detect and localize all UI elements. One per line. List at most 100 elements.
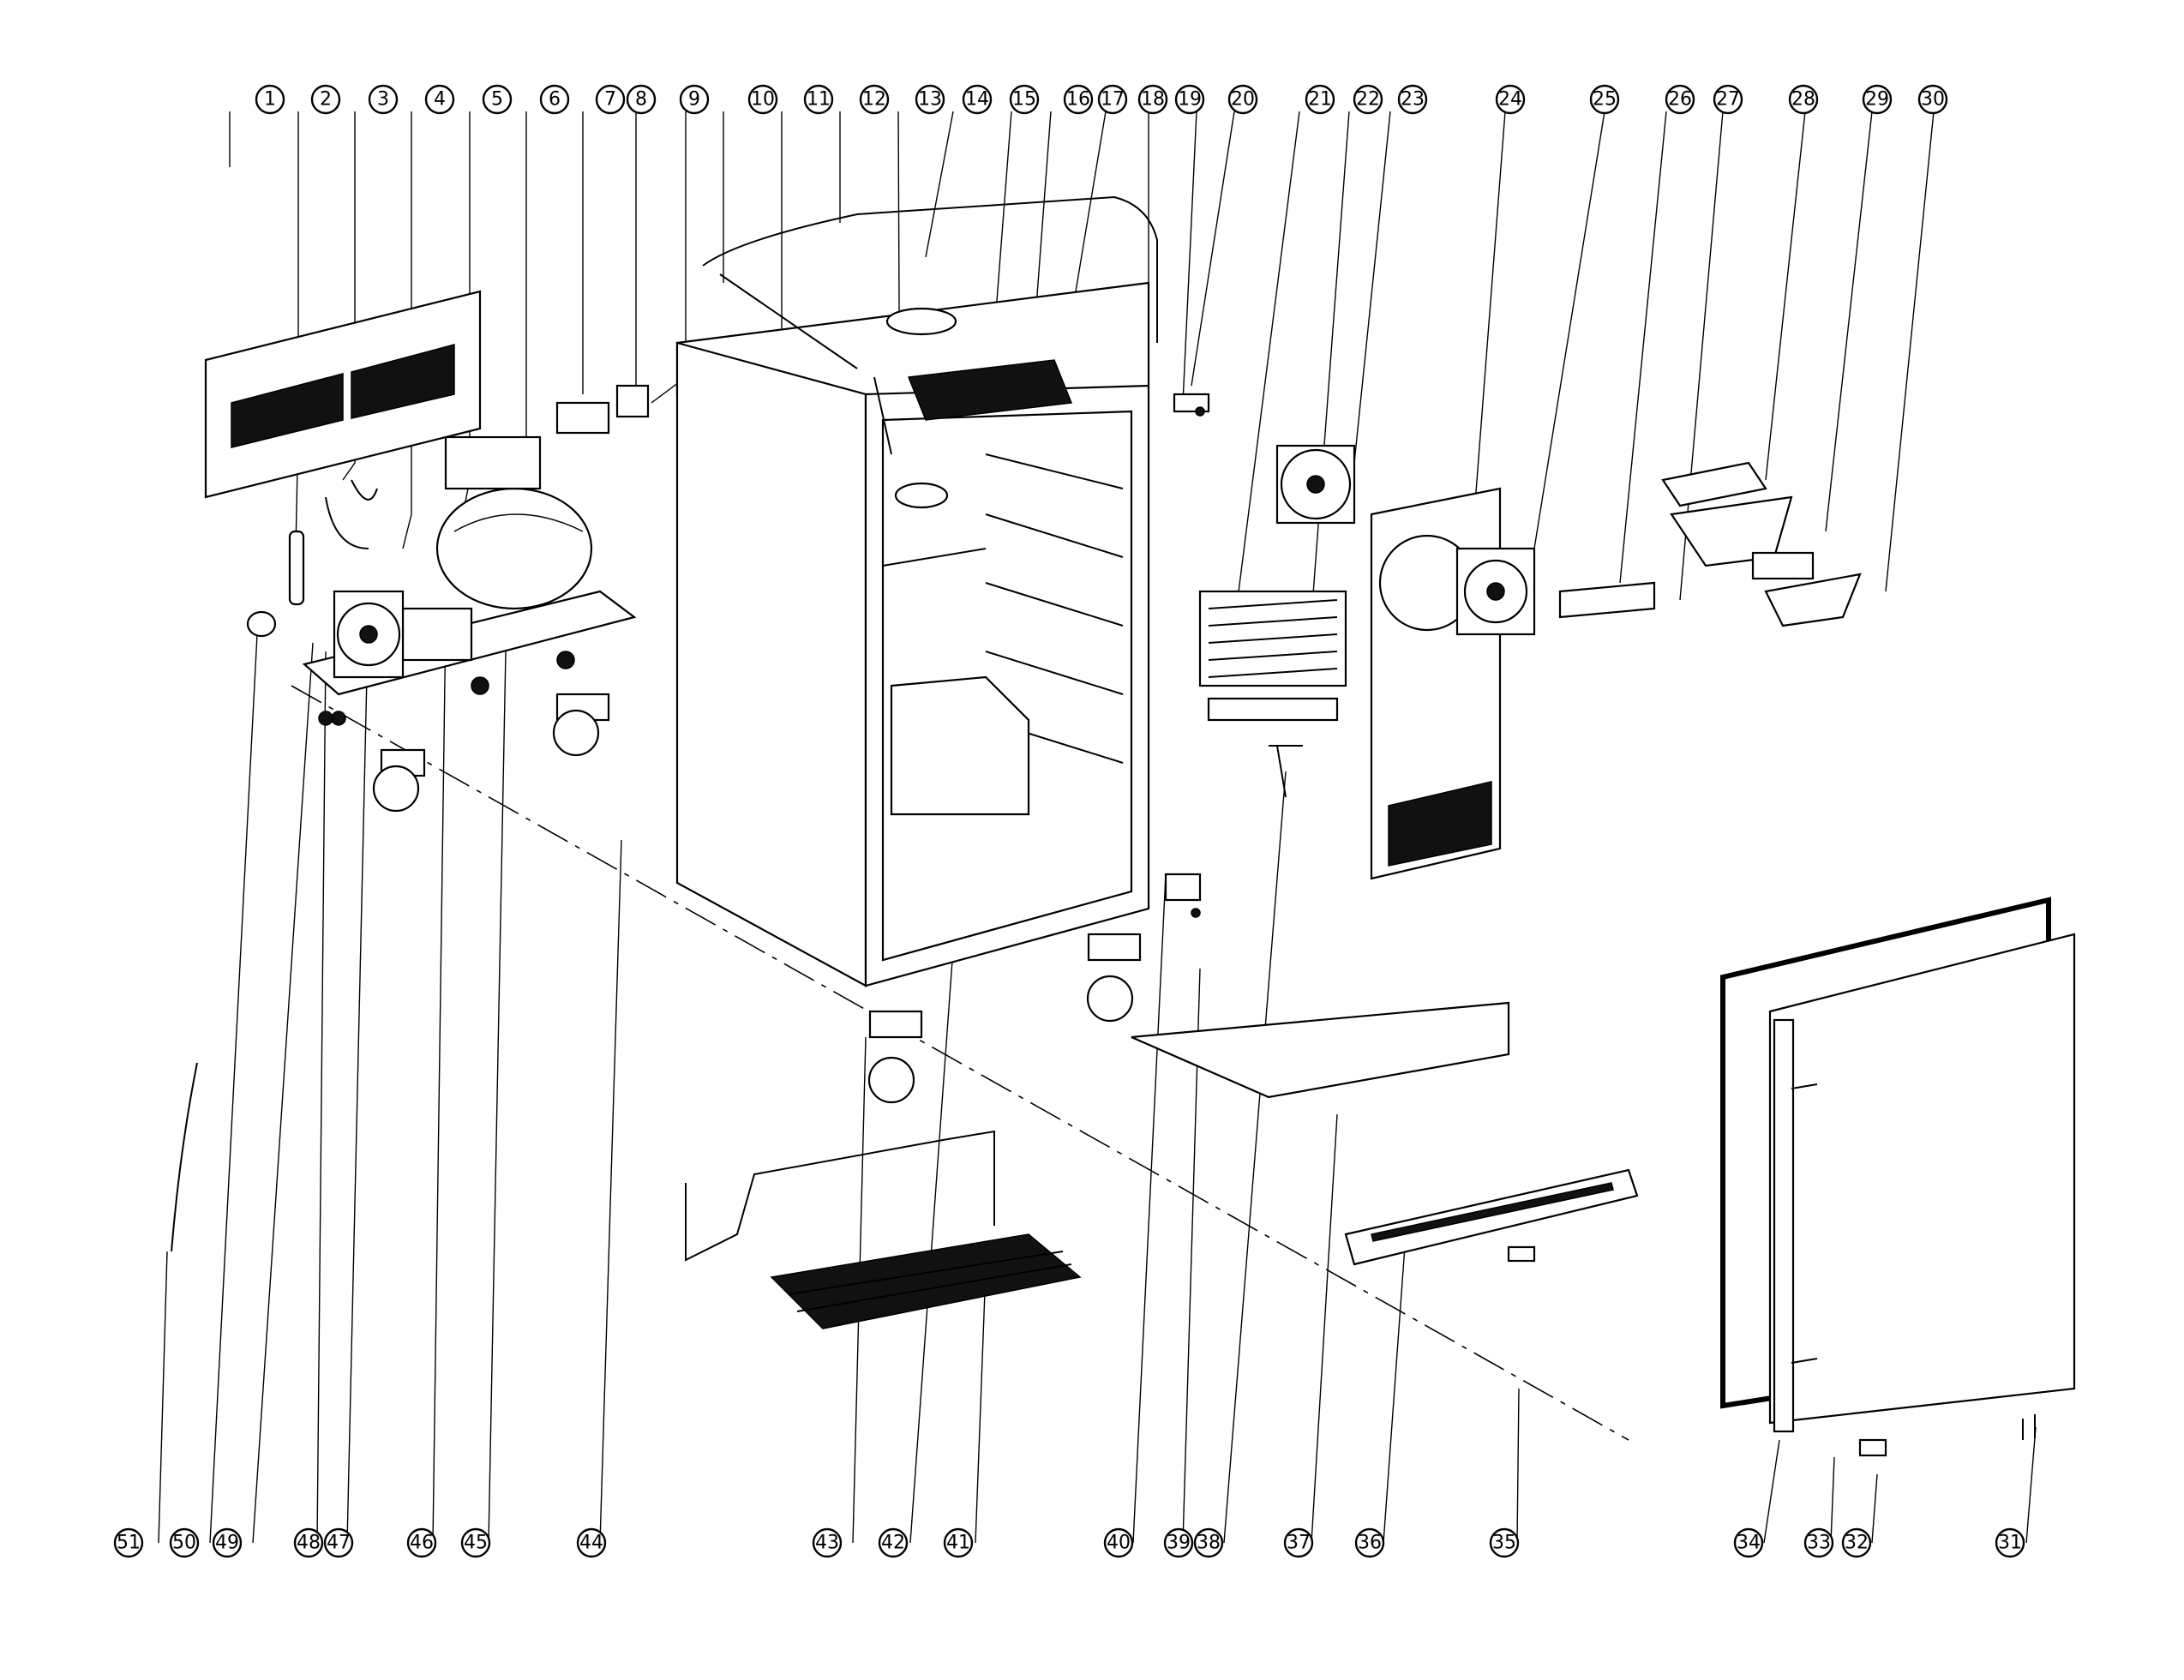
callout-label-25: 25 <box>1593 89 1617 111</box>
callout-label-4: 4 <box>434 89 446 111</box>
callout-25: 25 <box>1589 84 1620 115</box>
kick-plate <box>1344 1168 1639 1266</box>
callout-33: 33 <box>1803 1527 1834 1558</box>
callout-label-49: 49 <box>215 1533 239 1554</box>
callout-label-8: 8 <box>635 89 647 111</box>
callout-19: 19 <box>1174 84 1205 115</box>
condenser-fan <box>333 590 405 679</box>
callout-label-33: 33 <box>1807 1533 1831 1554</box>
callout-10: 10 <box>747 84 778 115</box>
bottom-hinge <box>1164 873 1202 918</box>
callout-label-22: 22 <box>1356 89 1380 111</box>
callout-44: 44 <box>576 1527 607 1558</box>
callout-43: 43 <box>812 1527 843 1558</box>
callout-50: 50 <box>169 1527 200 1558</box>
caster-front-center <box>867 1010 923 1104</box>
door-hinge-pin <box>1858 1438 1887 1457</box>
callout-39: 39 <box>1163 1527 1194 1558</box>
callout-label-41: 41 <box>946 1533 970 1554</box>
callout-14: 14 <box>962 84 993 115</box>
callout-label-21: 21 <box>1308 89 1332 111</box>
callout-5: 5 <box>482 84 513 115</box>
callout-label-27: 27 <box>1716 89 1740 111</box>
callout-label-13: 13 <box>918 89 942 111</box>
control-housing <box>1661 461 1862 627</box>
callout-label-43: 43 <box>815 1533 839 1554</box>
callout-37: 37 <box>1283 1527 1314 1558</box>
callout-label-37: 37 <box>1287 1533 1311 1554</box>
callout-27: 27 <box>1713 84 1743 115</box>
callout-label-51: 51 <box>117 1533 141 1554</box>
callout-label-10: 10 <box>751 89 775 111</box>
callout-label-31: 31 <box>1998 1533 2022 1554</box>
callout-label-36: 36 <box>1358 1533 1382 1554</box>
duct-pipe <box>1558 581 1656 619</box>
callout-15: 15 <box>1009 84 1040 115</box>
thermostat <box>1269 745 1303 798</box>
callout-label-5: 5 <box>491 89 503 111</box>
callout-24: 24 <box>1495 84 1526 115</box>
callout-label-7: 7 <box>604 89 616 111</box>
drier-filter <box>288 530 305 606</box>
callout-label-15: 15 <box>1012 89 1036 111</box>
fan-ring <box>894 482 949 509</box>
callout-label-19: 19 <box>1178 89 1202 111</box>
callout-6: 6 <box>539 84 570 115</box>
callout-label-46: 46 <box>410 1533 434 1554</box>
callout-36: 36 <box>1354 1527 1385 1558</box>
callout-label-12: 12 <box>862 89 886 111</box>
callout-label-45: 45 <box>464 1533 488 1554</box>
fan-shroud <box>1455 547 1536 636</box>
callout-label-11: 11 <box>807 89 831 111</box>
callout-51: 51 <box>113 1527 144 1558</box>
compressor-assembly <box>302 435 637 726</box>
connecting-tube <box>325 479 378 549</box>
callout-28: 28 <box>1788 84 1819 115</box>
callout-11: 11 <box>803 84 834 115</box>
callout-label-34: 34 <box>1737 1533 1761 1554</box>
callout-22: 22 <box>1353 84 1383 115</box>
callout-label-1: 1 <box>264 89 276 111</box>
callout-23: 23 <box>1397 84 1428 115</box>
callout-35: 35 <box>1489 1527 1520 1558</box>
callout-label-14: 14 <box>965 89 989 111</box>
door-assembly <box>1720 897 2076 1433</box>
callout-29: 29 <box>1862 84 1893 115</box>
grommet <box>246 610 277 638</box>
evaporator-coil <box>1198 590 1347 722</box>
callout-label-29: 29 <box>1865 89 1889 111</box>
callout-7: 7 <box>595 84 626 115</box>
callout-label-50: 50 <box>172 1533 196 1554</box>
assembly-axis-line <box>291 685 1629 1441</box>
bottom-plate <box>1131 1001 1510 1099</box>
callout-40: 40 <box>1103 1527 1134 1558</box>
callout-1: 1 <box>255 84 285 115</box>
callout-label-47: 47 <box>327 1533 351 1554</box>
light-cover <box>885 307 957 336</box>
callout-48: 48 <box>293 1527 324 1558</box>
callout-2: 2 <box>310 84 341 115</box>
callout-label-48: 48 <box>297 1533 321 1554</box>
callout-label-16: 16 <box>1066 89 1090 111</box>
callout-16: 16 <box>1063 84 1094 115</box>
callout-label-42: 42 <box>881 1533 905 1554</box>
callout-49: 49 <box>212 1527 243 1558</box>
callout-label-38: 38 <box>1197 1533 1221 1554</box>
callout-30: 30 <box>1917 84 1948 115</box>
bottom-callouts: 51 50 49 48 47 46 45 44 43 42 41 40 39 3… <box>113 1527 2025 1558</box>
callout-label-32: 32 <box>1845 1533 1869 1554</box>
caster-left-front <box>372 748 426 813</box>
top-hinge <box>1173 393 1210 417</box>
callout-label-18: 18 <box>1141 89 1165 111</box>
callout-38: 38 <box>1193 1527 1224 1558</box>
callout-label-23: 23 <box>1401 89 1425 111</box>
drain-tube <box>171 1062 198 1252</box>
callout-label-39: 39 <box>1167 1533 1191 1554</box>
top-grille <box>907 359 1073 421</box>
callout-20: 20 <box>1227 84 1258 115</box>
relay-bracket <box>555 401 610 435</box>
evaporator-fan <box>1275 444 1356 525</box>
condenser-coil <box>685 1130 1082 1329</box>
callout-32: 32 <box>1841 1527 1872 1558</box>
